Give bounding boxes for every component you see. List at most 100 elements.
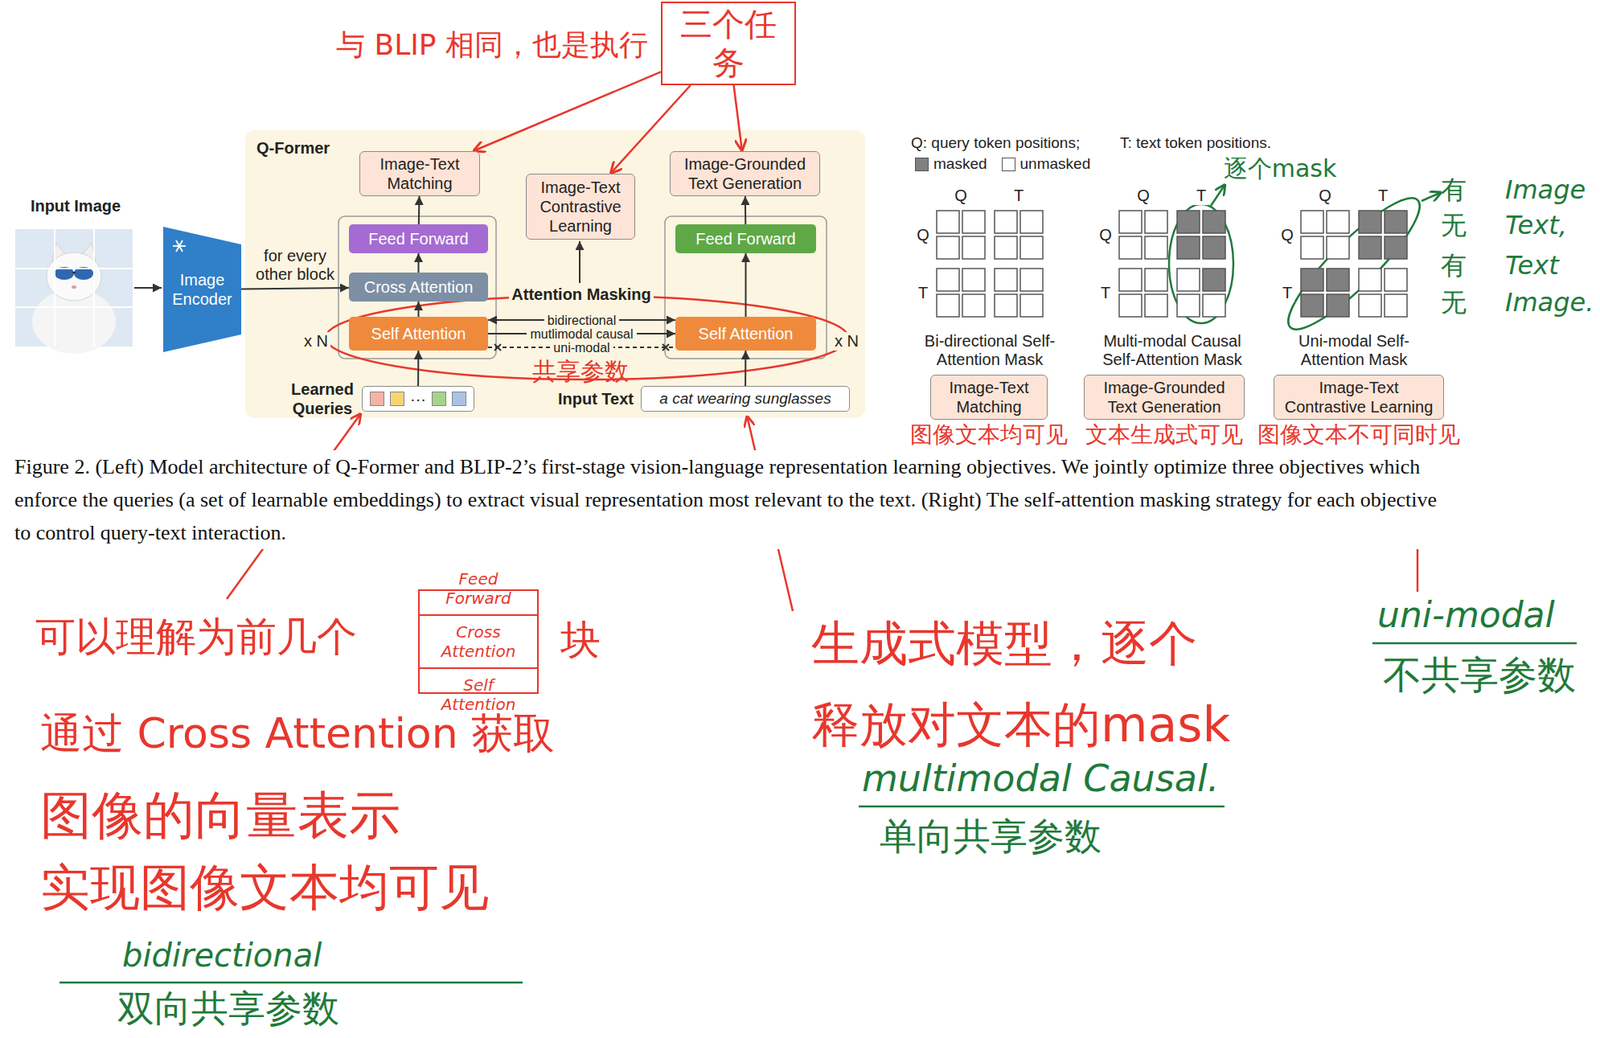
mask-cell <box>1326 236 1350 259</box>
connector-line <box>418 301 420 317</box>
leader-arrow <box>1210 184 1226 206</box>
connector-line <box>745 253 747 317</box>
handwritten-note: 文本生成式可见 <box>1085 422 1244 448</box>
mask-cell <box>1358 268 1382 292</box>
mask-cell <box>994 294 1018 317</box>
mask-cell <box>1020 210 1043 234</box>
image-arrow <box>134 287 162 289</box>
connector <box>745 253 747 317</box>
mask-cell <box>962 268 985 292</box>
connector-line <box>418 196 421 225</box>
grid-axis-label: Q <box>1096 225 1115 245</box>
grid-axis-label: T <box>1280 283 1295 303</box>
frozen-icon <box>176 240 183 252</box>
edge-label: for every other block <box>246 246 344 284</box>
mask-cell <box>1020 268 1043 292</box>
mask-cell <box>1202 236 1226 259</box>
handwritten-note: bidirectional <box>122 936 322 974</box>
mask-cell <box>962 236 985 259</box>
handwritten-block-sketch: Feed ForwardCross AttentionSelf Attentio… <box>418 589 539 694</box>
connector <box>418 301 419 317</box>
mask-caption: Multi-modal Causal Self-Attention Mask <box>1095 332 1249 370</box>
node-text: Feed Forward <box>368 229 469 249</box>
cat-nose <box>71 285 77 289</box>
legend-text: unmasked <box>1020 155 1092 173</box>
block-mark <box>494 344 501 351</box>
handwritten-note: 逐个mask <box>1223 155 1338 184</box>
mask-grid <box>1300 210 1408 317</box>
mask-cell <box>962 294 985 317</box>
legend-swatch <box>1001 157 1016 172</box>
repeat-label: x N <box>832 332 862 351</box>
grid-axis-label: Q <box>914 225 932 245</box>
node-text: Cross Attention <box>364 277 474 297</box>
node-text: Self Attention <box>698 324 794 344</box>
mask-cell <box>1384 268 1408 292</box>
node-text: Image-Text Contrastive Learning <box>1280 377 1437 417</box>
connector <box>418 196 420 225</box>
cross-attention-block: Cross Attention <box>348 272 489 302</box>
handwritten-note: 块 <box>560 617 601 665</box>
feed-forward-block: Feed Forward <box>348 224 489 254</box>
handwritten-note: 图像文本不可同时见 <box>1257 422 1461 448</box>
mask-cell <box>1202 268 1226 292</box>
mask-cell <box>1326 210 1350 234</box>
mask-cell <box>1202 294 1226 317</box>
connector <box>734 85 743 152</box>
mask-cell <box>1300 210 1324 234</box>
connector-line <box>472 71 661 152</box>
connector <box>744 196 746 225</box>
image-encoder: Image Encoder <box>163 226 242 353</box>
objective-box: Image-Text Contrastive Learning <box>525 173 636 240</box>
learned-queries: Learned Queries··· <box>361 385 475 412</box>
mask-cell <box>936 236 960 259</box>
query-token <box>431 391 447 407</box>
handwritten-note: 通过 Cross Attention 获取 <box>40 709 555 759</box>
mask-cell <box>936 210 960 234</box>
input-label: Input Image <box>30 196 121 216</box>
legend: maskedunmasked <box>914 155 1091 173</box>
grid-axis-label: Q <box>1278 225 1297 245</box>
sunglasses-bridge <box>72 271 76 274</box>
node-text: Feed Forward <box>419 562 538 615</box>
mask-cell <box>1384 236 1408 259</box>
mask-cell <box>1144 294 1168 317</box>
mask-cell <box>994 268 1018 292</box>
feed-forward-block: Feed Forward <box>675 224 817 254</box>
contrastive-arrow <box>578 241 581 284</box>
patch-grid <box>93 229 95 347</box>
mask-cell <box>1384 210 1408 234</box>
node-heading: Learned Queries <box>290 379 355 419</box>
leader-arrow <box>1421 192 1442 202</box>
highlight-ellipse <box>1169 204 1234 324</box>
node-text: Image-Grounded Text Generation <box>676 154 813 193</box>
query-token <box>369 391 385 407</box>
input-image <box>15 229 133 354</box>
connector-line <box>417 350 419 386</box>
mask-cell <box>1177 268 1200 292</box>
handwritten-note: Text, <box>1505 210 1568 241</box>
underline <box>1372 642 1577 645</box>
node-text: Image-Text Matching <box>366 154 473 193</box>
objective-box: Image-Text Contrastive Learning <box>1273 374 1445 420</box>
connector-line <box>734 85 743 152</box>
stack-outline <box>664 216 827 359</box>
connector-line <box>744 196 747 225</box>
mask-cell <box>1326 294 1350 317</box>
encoder-trapezoid <box>163 226 242 353</box>
underline <box>59 981 523 985</box>
mask-cell <box>1358 236 1382 259</box>
handwritten-note: 有 <box>1440 250 1467 281</box>
stack-outline <box>338 216 497 359</box>
input-text: Input Texta cat wearing sunglasses <box>640 385 850 412</box>
connector-line <box>241 287 349 289</box>
node-text: Image-Text Matching <box>937 377 1041 417</box>
mask-cell <box>1119 294 1142 317</box>
connector-line <box>418 253 420 273</box>
grid-axis-label: Q <box>1134 186 1153 206</box>
mask-cell <box>1119 236 1142 259</box>
mask-cell <box>1202 210 1226 234</box>
handwritten-note: 图像文本均可见 <box>910 422 1068 448</box>
handwritten-note: multimodal Causal. <box>861 757 1219 800</box>
